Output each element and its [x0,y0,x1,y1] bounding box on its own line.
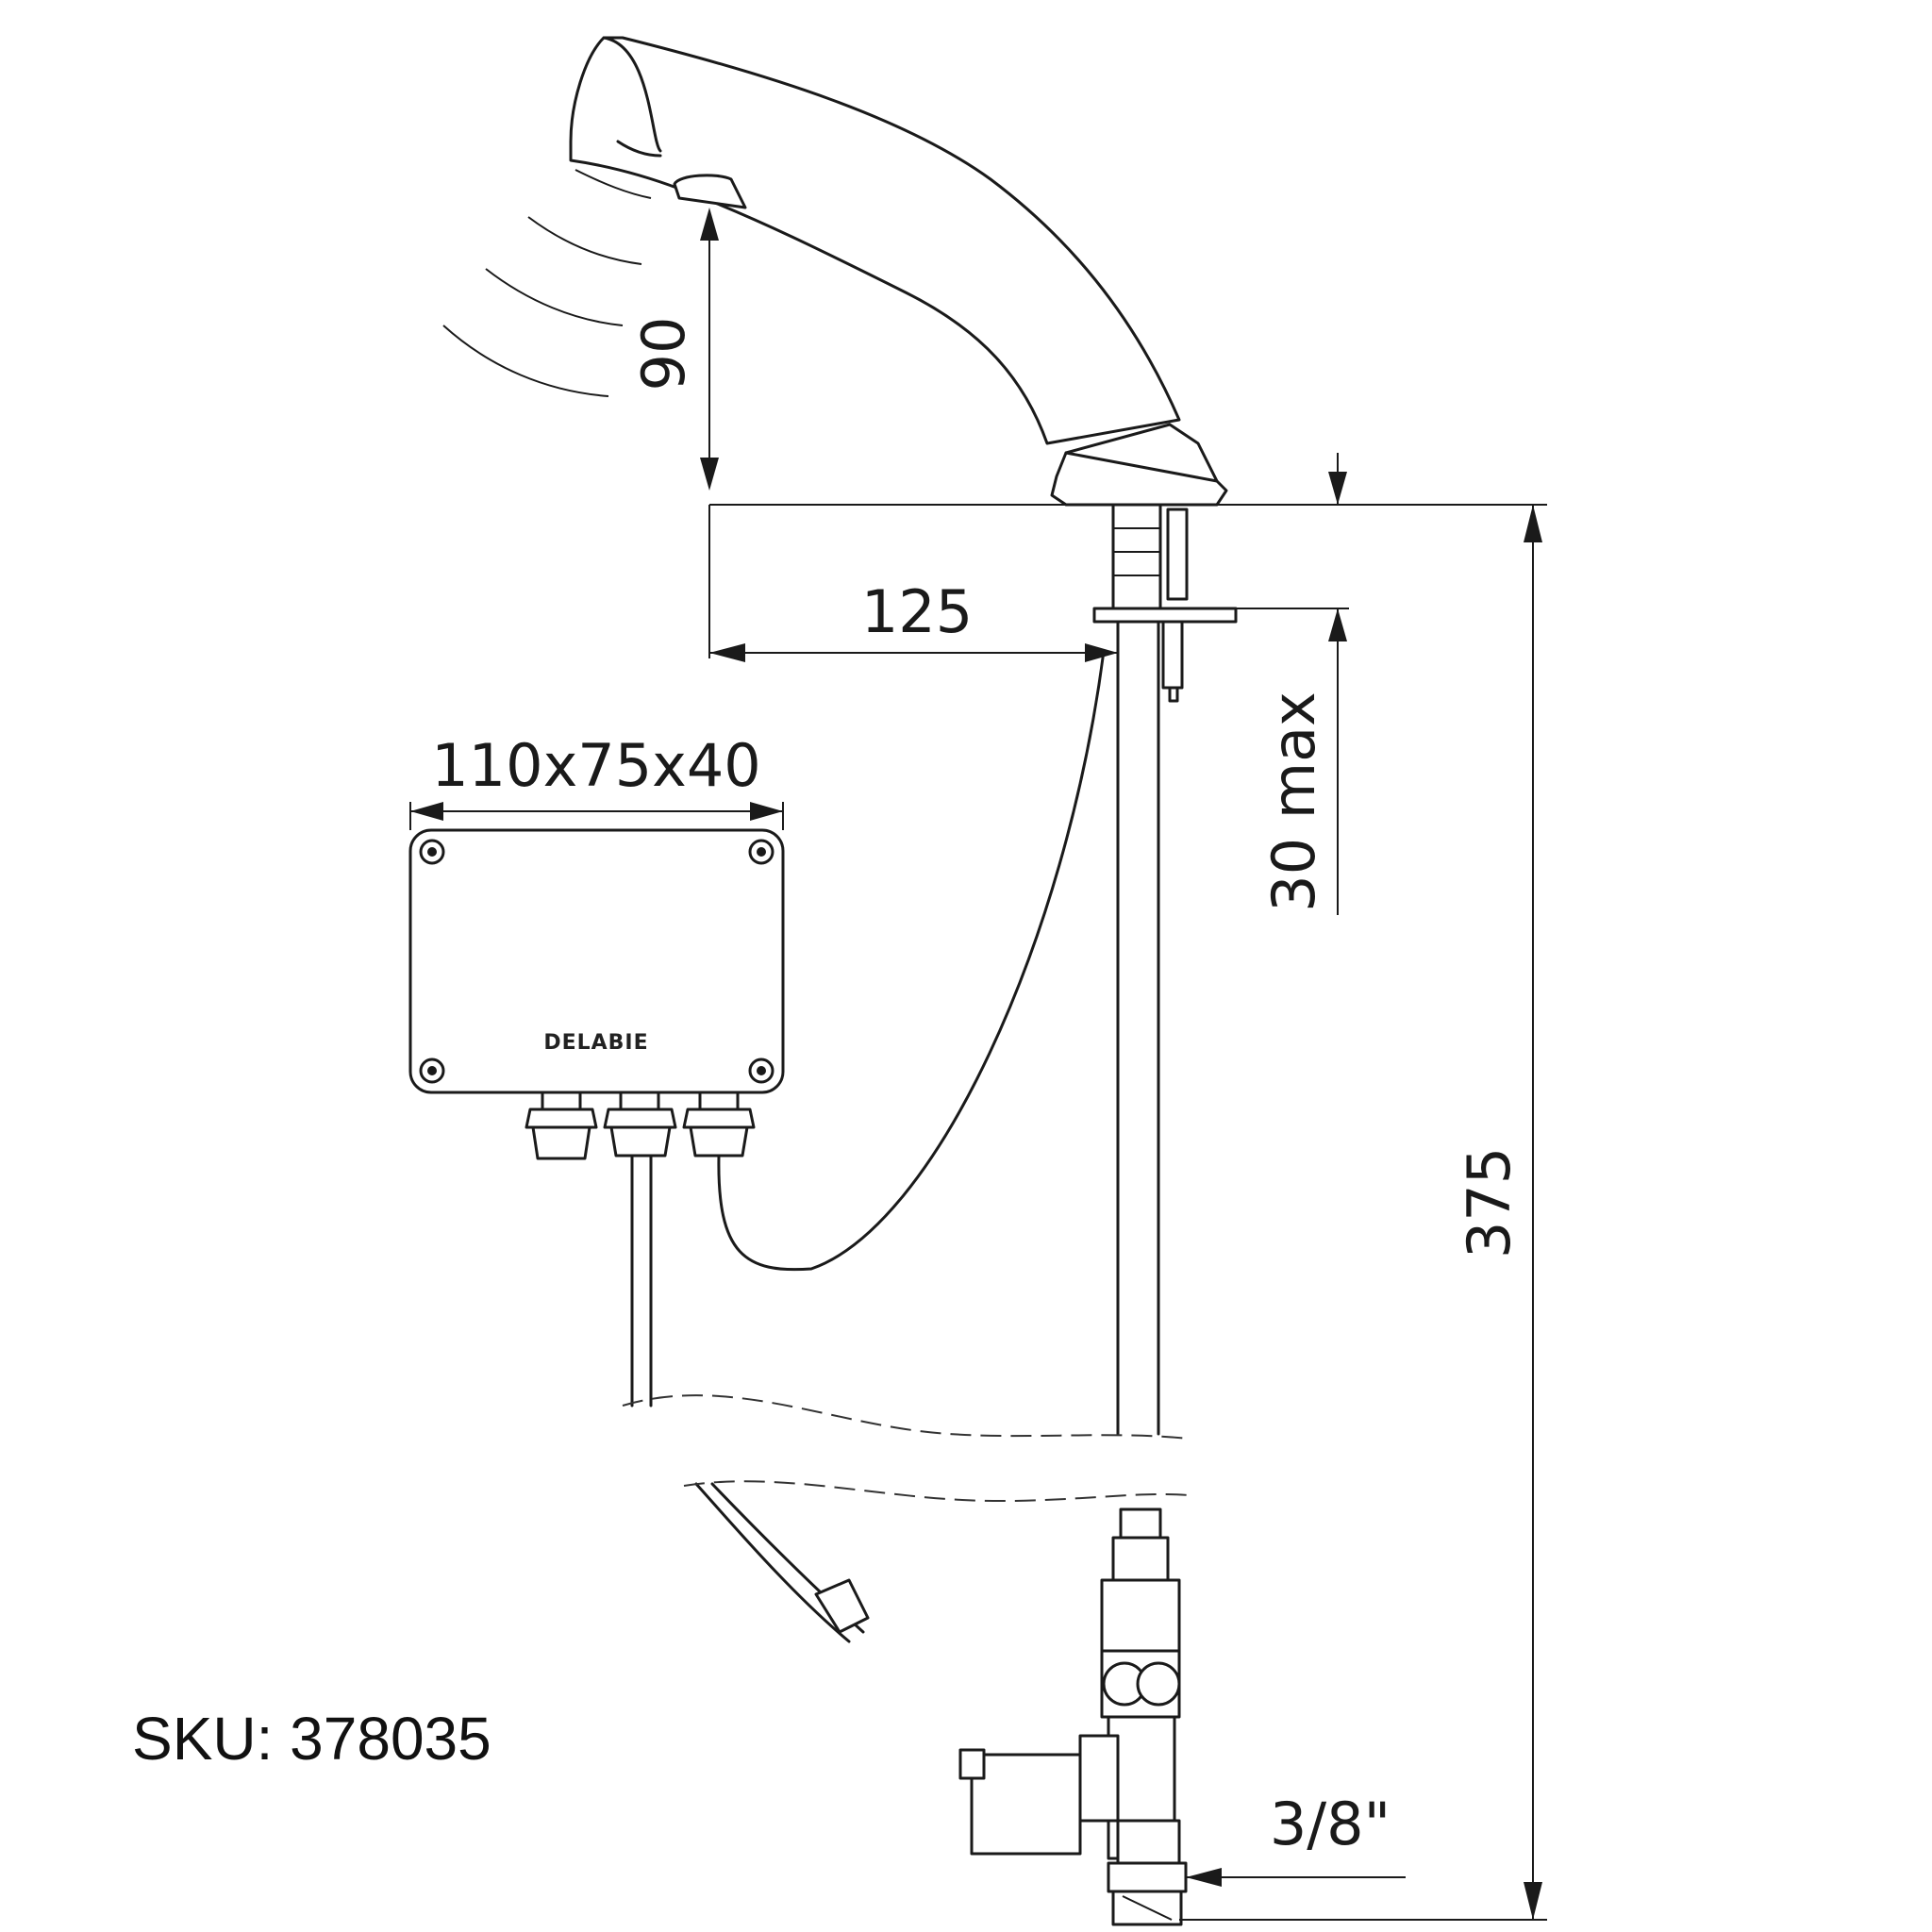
box-brand-label: DELABIE [543,1031,648,1055]
sensor-detection-waves [442,169,652,397]
cable-glands [525,1091,756,1160]
faucet-spout [569,36,1228,507]
cables [630,649,1106,1643]
control-box: DELABIE [408,828,785,1094]
dim-connection-size: 3/8" [1270,1790,1391,1858]
dimension-lines [409,208,1547,1921]
box-screw-icon [419,839,774,1084]
break-lines [622,1394,1190,1503]
dim-box-size: 110x75x40 [431,731,761,800]
dim-sensor-height: 90 [629,317,698,391]
mounting-shank [1092,503,1238,1436]
dim-total-height: 375 [1455,1147,1524,1258]
dim-spout-reach: 125 [861,577,973,646]
sku-label: SKU: 378035 [132,1705,491,1773]
solenoid-valve-assembly [958,1507,1188,1926]
dim-mount-thickness: 30 max [1259,691,1328,912]
